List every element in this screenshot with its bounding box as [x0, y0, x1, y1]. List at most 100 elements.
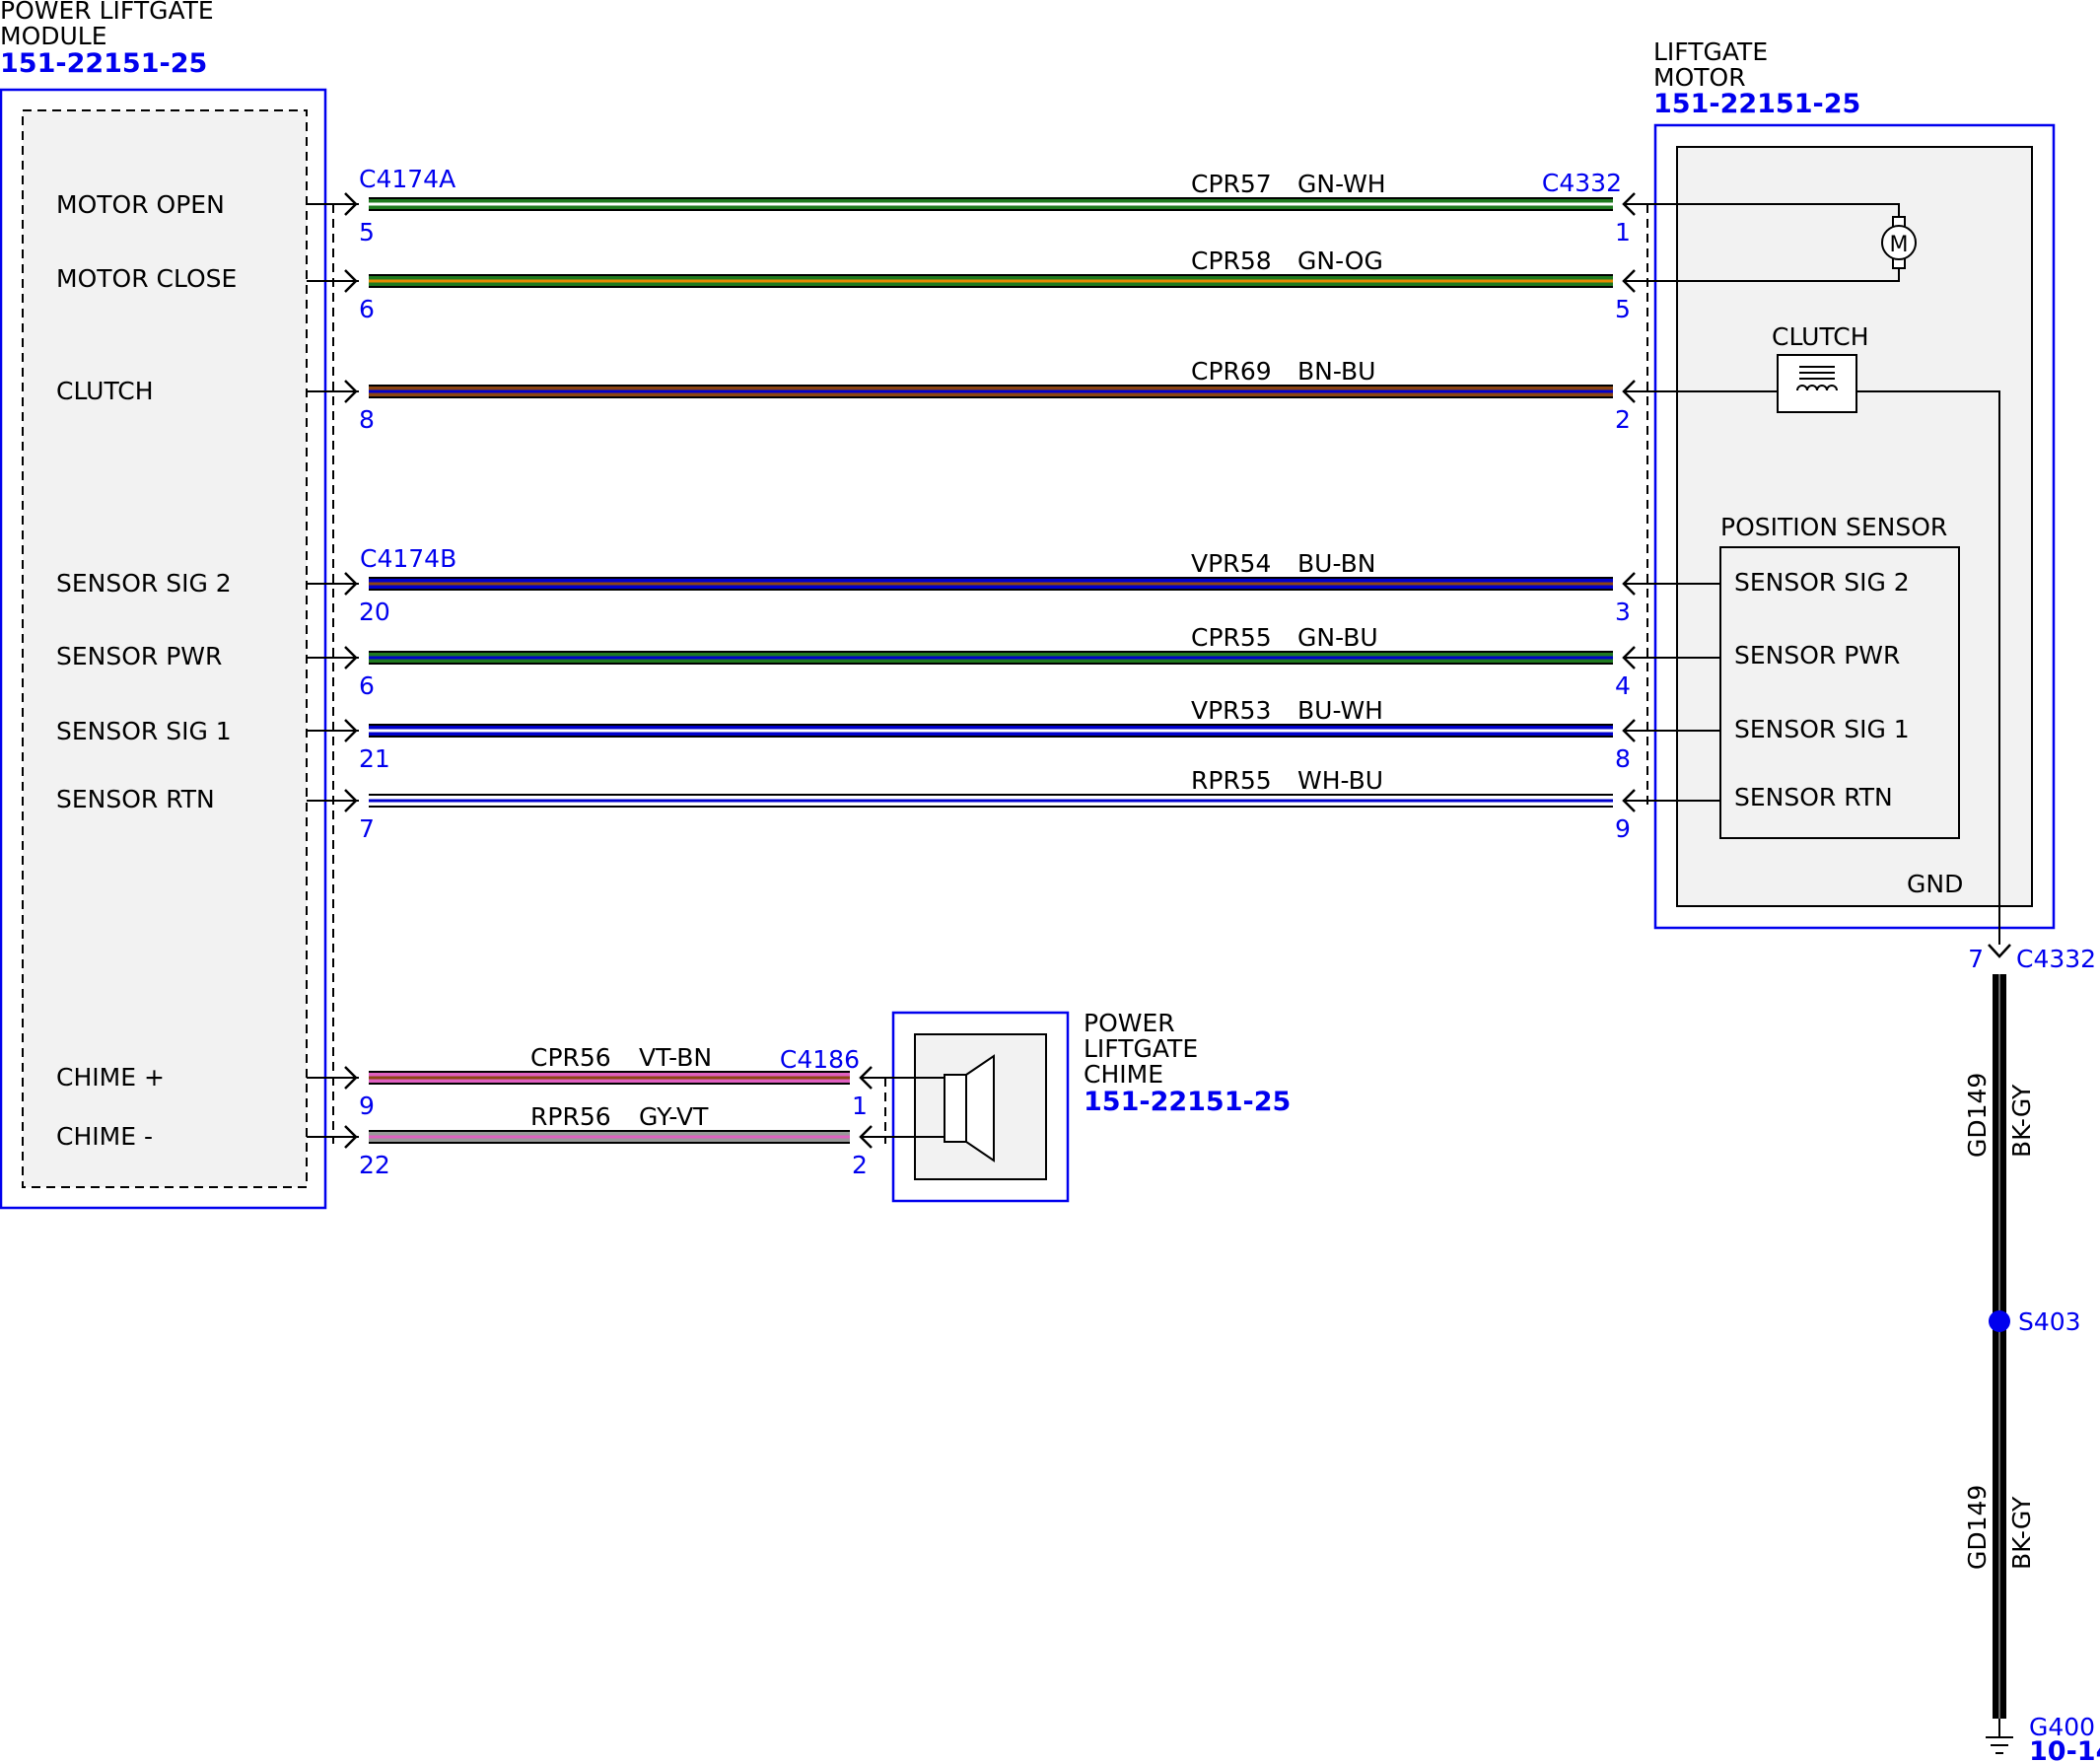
pin-number-left: 8: [359, 405, 375, 434]
wire-clutch: CPR69 BN-BU 8 2: [307, 357, 1637, 434]
wire-circuit-label: VPR54: [1191, 549, 1271, 578]
pin-number-right: 9: [1615, 814, 1631, 843]
pin-number-left: 21: [359, 744, 390, 773]
connector-arrow-icon: [1622, 380, 1636, 403]
connector-arrow-icon: [1622, 192, 1636, 216]
wire-color-label: WH-BU: [1297, 766, 1383, 795]
position-sensor-label: POSITION SENSOR: [1720, 513, 1947, 541]
connector-arrow-icon: [344, 789, 358, 812]
wire-circuit-label: CPR58: [1191, 247, 1272, 275]
clutch-label: CLUTCH: [1772, 322, 1869, 351]
pin-number-left: 9: [359, 1092, 375, 1120]
motor-title-line1: LIFTGATE: [1653, 37, 1768, 66]
chime-title-line2: LIFTGATE: [1084, 1034, 1198, 1063]
pin-number-right: 8: [1615, 744, 1631, 773]
sensor-pin-sig2: SENSOR SIG 2: [1734, 568, 1910, 597]
sensor-pin-pwr: SENSOR PWR: [1734, 641, 1900, 670]
chime-ref-link[interactable]: 151-22151-25: [1084, 1087, 1291, 1117]
connector-c4186: C4186: [780, 1045, 860, 1074]
pin-chime-plus: CHIME +: [56, 1063, 165, 1092]
wire-color-label: GY-VT: [639, 1102, 709, 1131]
ground-circuit: 7 C4332 S403 GD149 BK-GY GD149 BK-GY G40…: [1963, 944, 2100, 1762]
pin-clutch: CLUTCH: [56, 377, 154, 405]
wire-circuit-label: CPR55: [1191, 623, 1272, 652]
pin-number-left: 20: [359, 598, 390, 626]
position-sensor-box: [1719, 546, 1960, 839]
ground-arrow: [1988, 944, 2011, 958]
ground-circuit-lower: GD149: [1963, 1485, 1992, 1570]
chime-title-line3: CHIME: [1084, 1060, 1163, 1089]
speaker-icon: [881, 1054, 995, 1163]
pin-number-left: 22: [359, 1151, 390, 1179]
motor-m-label: M: [1890, 233, 1909, 257]
wire-color-label: BU-WH: [1297, 696, 1383, 725]
wire-color-label: BN-BU: [1297, 357, 1375, 386]
connector-arrow-icon: [1622, 572, 1636, 596]
liftgate-motor: LIFTGATE MOTOR 151-22151-25 M CLUTCH POS…: [1637, 37, 2056, 945]
module-title-line2: MODULE: [0, 22, 107, 50]
connector-arrow-icon: [1622, 269, 1636, 293]
pin-number-left: 6: [359, 295, 375, 323]
connector-arrow-icon: [859, 1125, 873, 1149]
module-title-line1: POWER LIFTGATE: [0, 0, 214, 25]
wire-sensor-rtn: RPR55 WH-BU 7 9: [307, 766, 1720, 843]
connector-c4174a: C4174A: [359, 165, 455, 193]
pin-number-right: 1: [852, 1092, 868, 1120]
connector-arrow-icon: [344, 192, 358, 216]
power-liftgate-module: POWER LIFTGATE MODULE 151-22151-25 MOTOR…: [0, 0, 327, 1210]
connector-arrow-icon: [344, 1125, 358, 1149]
splice-label: S403: [2018, 1307, 2081, 1336]
pin-number-left: 7: [359, 814, 375, 843]
connector-arrow-icon: [1622, 719, 1636, 742]
ground-color-lower: BK-GY: [2007, 1496, 2036, 1570]
pin-number-right: 2: [1615, 405, 1631, 434]
connector-arrow-icon: [1622, 789, 1636, 812]
connector-arrow-icon: [859, 1066, 873, 1090]
wire-color-label: BU-BN: [1297, 549, 1375, 578]
connector-arrow-icon: [344, 646, 358, 670]
wire-circuit-label: CPR56: [530, 1043, 611, 1072]
chime-title-line1: POWER: [1084, 1009, 1175, 1037]
pin-number-right: 2: [852, 1151, 868, 1179]
pin-sensor-pwr: SENSOR PWR: [56, 642, 222, 670]
module-ref-link[interactable]: 151-22151-25: [0, 48, 207, 79]
power-liftgate-chime: POWER LIFTGATE CHIME 151-22151-25: [881, 1009, 1291, 1203]
sensor-pin-rtn: SENSOR RTN: [1734, 783, 1893, 811]
motor-symbol-icon: M: [1637, 203, 1917, 282]
pin-motor-open: MOTOR OPEN: [56, 190, 225, 219]
connector-c4174b: C4174B: [360, 544, 456, 573]
wire-circuit-label: CPR69: [1191, 357, 1272, 386]
connector-arrow-icon: [1622, 646, 1636, 670]
sensor-pin-sig1: SENSOR SIG 1: [1734, 715, 1910, 743]
module-inner-box: [22, 109, 308, 1188]
motor-title-line2: MOTOR: [1653, 63, 1746, 92]
ground-circuit-upper: GD149: [1963, 1073, 1992, 1158]
wire-circuit-label: RPR56: [530, 1102, 611, 1131]
wire-chime-plus: CPR56 VT-BN 9 1: [307, 1043, 881, 1120]
motor-ref-link[interactable]: 151-22151-25: [1653, 89, 1860, 119]
ground-point-label: G400: [2029, 1713, 2095, 1741]
connector-arrow-icon: [344, 269, 358, 293]
pin-sensor-sig2: SENSOR SIG 2: [56, 569, 232, 598]
wire-color-label: GN-BU: [1297, 623, 1378, 652]
ground-symbol-icon: [1986, 1719, 2013, 1754]
connector-arrow-icon: [344, 380, 358, 403]
wire-color-label: GN-WH: [1297, 170, 1386, 198]
wire-circuit-label: RPR55: [1191, 766, 1272, 795]
ground-pin: 7: [1968, 945, 1984, 973]
connector-c4332: C4332: [1542, 169, 1622, 197]
connector-arrow-icon: [344, 572, 358, 596]
wire-color-label: VT-BN: [639, 1043, 712, 1072]
connector-arrow-icon: [344, 719, 358, 742]
pin-chime-minus: CHIME -: [56, 1122, 153, 1151]
wire-color-label: GN-OG: [1297, 247, 1383, 275]
ground-ref-link[interactable]: 10-14: [2029, 1736, 2100, 1762]
pin-number-left: 5: [359, 218, 375, 247]
pin-motor-close: MOTOR CLOSE: [56, 264, 237, 293]
pin-number-left: 6: [359, 671, 375, 700]
